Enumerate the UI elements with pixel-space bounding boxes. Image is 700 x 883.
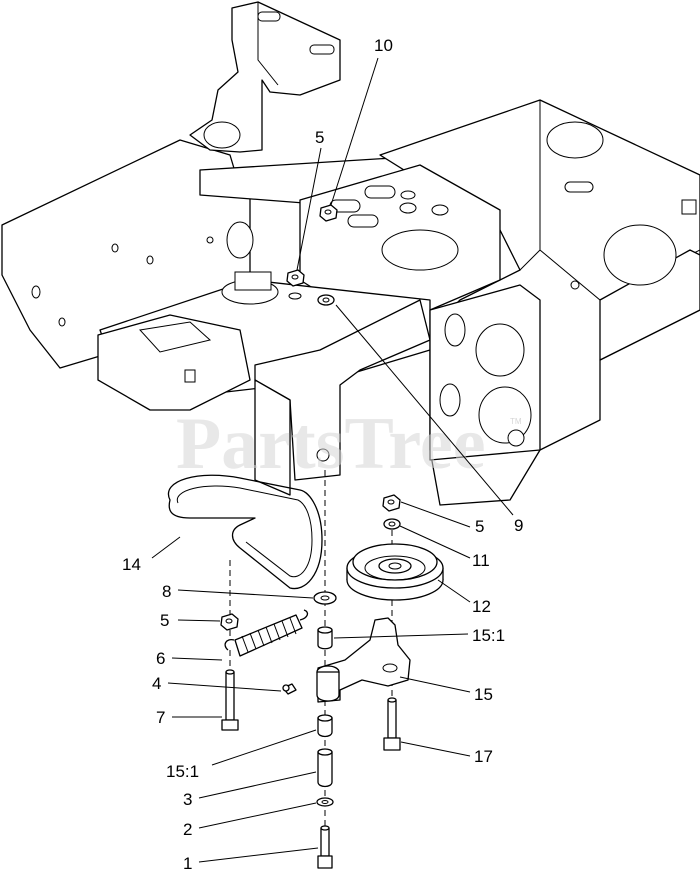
extension-spring xyxy=(224,609,309,657)
watermark-trademark: TM xyxy=(510,417,522,426)
callout-7: 7 xyxy=(156,708,165,727)
callout-15-1-lower: 15:1 xyxy=(166,762,199,781)
frame-hardware xyxy=(286,204,338,306)
callout-11: 11 xyxy=(472,551,490,570)
callout-5-right: 5 xyxy=(475,517,484,536)
callout-4: 4 xyxy=(152,674,161,693)
idler-assembly xyxy=(220,470,444,869)
watermark-text: PartsTree xyxy=(176,403,486,485)
idler-pulley xyxy=(346,543,444,601)
callout-8: 8 xyxy=(162,582,171,601)
callout-15: 15 xyxy=(474,685,493,704)
callout-1: 1 xyxy=(183,854,192,873)
leader-lines xyxy=(151,57,514,863)
callout-14: 14 xyxy=(122,555,141,574)
callout-labels: 10 5 9 5 11 14 8 12 5 15:1 6 4 15 7 17 1… xyxy=(122,36,523,873)
callout-6: 6 xyxy=(156,649,165,668)
callout-15-1-upper: 15:1 xyxy=(472,626,505,645)
callout-3: 3 xyxy=(183,790,192,809)
callout-2: 2 xyxy=(183,820,192,839)
callout-5-upper: 5 xyxy=(315,128,324,147)
watermark: PartsTree TM xyxy=(176,403,522,485)
mower-frame xyxy=(1,1,700,506)
drive-belt xyxy=(167,474,323,590)
callout-17: 17 xyxy=(474,747,493,766)
callout-9: 9 xyxy=(514,516,523,535)
callout-12: 12 xyxy=(472,597,491,616)
callout-5-left: 5 xyxy=(160,611,169,630)
callout-10: 10 xyxy=(374,36,393,55)
